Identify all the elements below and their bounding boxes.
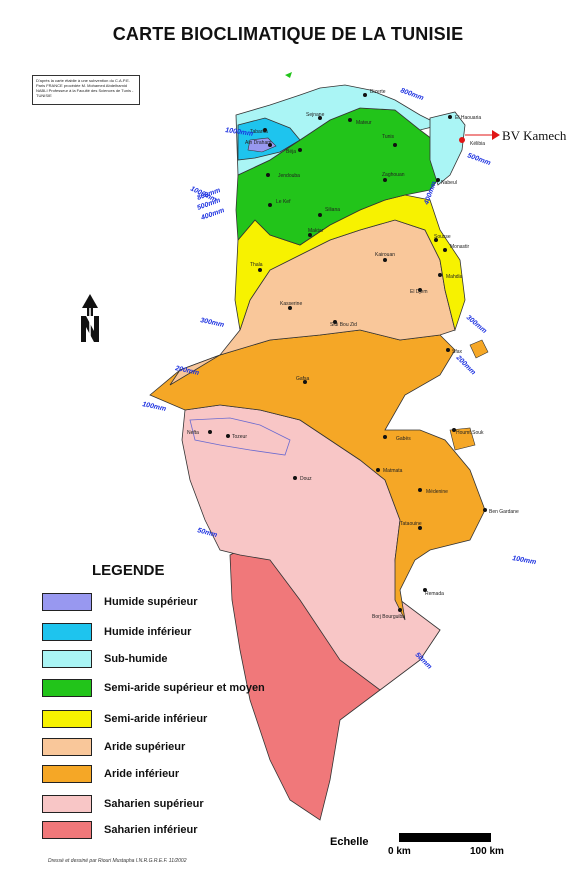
city-beja: Béja: [286, 149, 296, 155]
chott-djerid: [189, 417, 291, 456]
zone-cap-bon: [429, 111, 466, 186]
north-arrow-icon: [81, 294, 99, 344]
legend-swatch: [42, 623, 92, 641]
city-kelibia: Kélibia: [470, 141, 485, 147]
city-nabeul: Nabeul: [441, 180, 457, 186]
city-kairouan: Kairouan: [375, 252, 395, 258]
legend-label: Saharien inférieur: [104, 824, 198, 836]
island-djerba: [449, 427, 476, 451]
legend-label: Aride inférieur: [104, 768, 180, 780]
legend-item-humide-superieur: Humide supérieur: [42, 592, 198, 612]
source-note: D'après la carte établie à une subventio…: [32, 75, 140, 105]
city-monastir: Monastir: [450, 244, 470, 250]
city-kasserine: Kasserine: [280, 301, 302, 307]
city-matmata: Matmata: [383, 468, 403, 474]
scale-end: 100 km: [470, 846, 504, 857]
kamech-arrow-head: [492, 130, 500, 140]
legend-item-humide-inferieur: Humide inférieur: [42, 622, 191, 642]
city-sfax: Sfax: [452, 349, 463, 355]
city-zaghouan: Zaghouan: [382, 172, 405, 178]
city-borj-bourguiba: Borj Bourguiba: [372, 614, 405, 620]
zone-humide-superieur: [247, 137, 277, 153]
city-nefta: Nefta: [187, 430, 199, 436]
isohyet-label: 500mm: [466, 152, 491, 167]
city-douz: Douz: [300, 476, 312, 482]
city-medenine: Médenine: [426, 489, 448, 495]
city-tabarka: Tabarka: [250, 129, 268, 135]
city-jendouba: Jendouba: [278, 173, 300, 179]
city-gafsa: Gafsa: [296, 376, 310, 382]
legend-item-saharien-superieur: Saharien supérieur: [42, 794, 204, 814]
legend-swatch: [42, 765, 92, 783]
legend-item-aride-inferieur: Aride inférieur: [42, 764, 179, 784]
scale-label: Echelle: [330, 836, 369, 848]
isohyet-label: 300mm: [465, 314, 488, 335]
city-el-haouaria: El Haouaria: [455, 115, 481, 121]
isohyet-label: 300mm: [200, 317, 225, 329]
isohyet-label: 100mm: [142, 401, 167, 413]
legend-label: Saharien supérieur: [104, 798, 204, 810]
legend-item-semi-aride-inferieur: Semi-aride inférieur: [42, 709, 207, 729]
legend-title: LEGENDE: [92, 562, 165, 579]
city-markers: Bizerte Sejnane Mateur Tabarka Ain Draha…: [187, 89, 519, 620]
legend-label: Sub-humide: [104, 653, 168, 665]
legend-label: Semi-aride inférieur: [104, 713, 208, 725]
isohyet-label: 100mm: [512, 555, 537, 566]
cap-marker: [285, 72, 292, 78]
city-maktar: Maktar: [308, 228, 324, 234]
legend-label: Humide supérieur: [104, 596, 198, 608]
city-remada: Remada: [425, 591, 444, 597]
city-le-kef: Le Kef: [276, 199, 291, 205]
city-sousse: Sousse: [434, 234, 451, 240]
legend-swatch: [42, 738, 92, 756]
city-mahdia: Mahdia: [446, 274, 463, 280]
city-siliana: Siliana: [325, 207, 340, 213]
scale-bar: [399, 833, 491, 842]
legend-swatch: [42, 821, 92, 839]
legend-swatch: [42, 593, 92, 611]
legend-swatch: [42, 710, 92, 728]
legend-swatch: [42, 795, 92, 813]
city-mateur: Mateur: [356, 120, 372, 126]
legend-swatch: [42, 679, 92, 697]
city-tozeur: Tozeur: [232, 434, 247, 440]
kamech-annotation: BV Kamech: [502, 128, 567, 143]
legend-item-saharien-inferieur: Saharien inférieur: [42, 820, 198, 840]
city-gabes: Gabès: [396, 436, 411, 442]
isohyet-label: 200mm: [454, 354, 477, 377]
city-sejnane: Sejnane: [306, 112, 325, 118]
scale-start: 0 km: [388, 846, 411, 857]
legend-item-sub-humide: Sub-humide: [42, 649, 168, 669]
legend-label: Semi-aride supérieur et moyen: [104, 682, 265, 694]
legend-item-semi-aride-superieur: Semi-aride supérieur et moyen: [42, 678, 265, 698]
city-sidi-bou-zid: Sidi Bou Zid: [330, 322, 357, 328]
legend-label: Aride supérieur: [104, 741, 186, 753]
isohyet-label: 1000mm: [225, 127, 254, 138]
city-ain-draham: Ain Draham: [245, 140, 271, 146]
city-ben-gardane: Ben Gardane: [489, 509, 519, 515]
legend-item-aride-superieur: Aride supérieur: [42, 737, 185, 757]
map-title: CARTE BIOCLIMATIQUE DE LA TUNISIE: [112, 24, 464, 44]
city-houmt-souk: Houmt Souk: [456, 430, 484, 436]
island-kerkennah: [469, 339, 489, 359]
city-tunis: Tunis: [382, 134, 395, 140]
isohyet-label: 800mm: [399, 87, 424, 102]
credit-line: Dressé et dessiné par Riouri Mustapha I.…: [48, 858, 187, 864]
city-el-djem: El Djem: [410, 289, 428, 295]
legend-label: Humide inférieur: [104, 626, 192, 638]
legend-swatch: [42, 650, 92, 668]
city-bizerte: Bizerte: [370, 89, 386, 95]
city-thala: Thala: [250, 262, 263, 268]
city-tataouine: Tataouine: [400, 521, 422, 527]
isohyet-label: 50mm: [196, 527, 217, 539]
